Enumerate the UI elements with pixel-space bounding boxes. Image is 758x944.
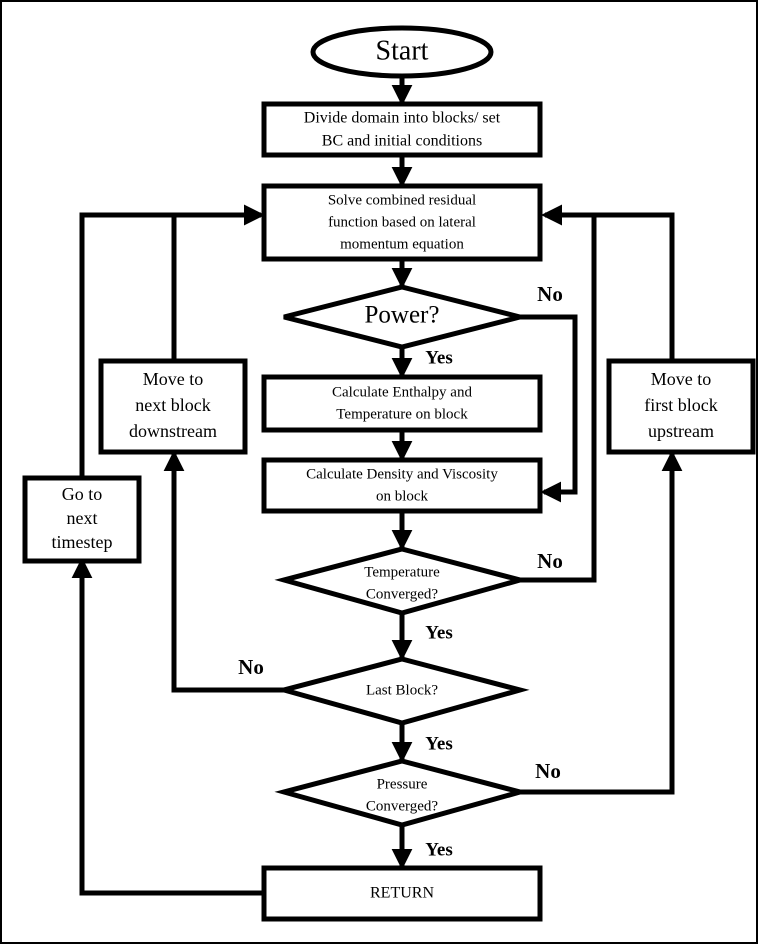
branch-label-lastblock-no: No bbox=[238, 655, 264, 679]
edge-return-to-timestep bbox=[71, 557, 264, 896]
branch-label-lastblock-yes: Yes bbox=[425, 733, 452, 754]
node-timestep-line3: timestep bbox=[52, 532, 113, 552]
node-move-downstream-line3: downstream bbox=[129, 421, 217, 441]
node-move-downstream-line2: next block bbox=[135, 395, 210, 415]
node-calc-density-line1: Calculate Density and Viscosity bbox=[306, 466, 498, 482]
node-temperature-line2: Converged? bbox=[366, 586, 439, 602]
node-calc-enthalpy-line2: Temperature on block bbox=[336, 406, 468, 422]
node-move-next-block-downstream[interactable] bbox=[98, 358, 248, 455]
node-solve-residual[interactable] bbox=[261, 183, 543, 262]
node-move-downstream-line1: Move to bbox=[143, 369, 204, 389]
node-move-upstream-line3: upstream bbox=[648, 421, 714, 441]
node-divide-domain-line2: BC and initial conditions bbox=[322, 133, 482, 150]
branch-label-power-no: No bbox=[537, 282, 563, 306]
edge-move-downstream-to-solve bbox=[171, 204, 265, 359]
node-temperature-line1: Temperature bbox=[364, 564, 440, 580]
node-move-upstream-line1: Move to bbox=[651, 369, 712, 389]
node-start-label: Start bbox=[376, 35, 429, 66]
edge-power-no-to-density bbox=[520, 314, 578, 503]
branch-label-pressure-no: No bbox=[535, 759, 561, 783]
node-power-decision[interactable] bbox=[283, 284, 521, 350]
node-return-label: RETURN bbox=[370, 885, 434, 902]
branch-label-power-yes: Yes bbox=[425, 347, 452, 368]
node-solve-residual-line3: momentum equation bbox=[340, 236, 464, 252]
node-divide-domain-line1: Divide domain into blocks/ set bbox=[304, 110, 501, 127]
node-solve-residual-line2: function based on lateral bbox=[328, 214, 476, 230]
edge-pressure-no-to-move-upstream bbox=[520, 450, 683, 795]
edge-lastblock-no-to-move-downstream bbox=[163, 450, 284, 693]
node-lastblock-decision[interactable] bbox=[274, 656, 530, 726]
node-power-label: Power? bbox=[365, 302, 440, 329]
branch-label-temperature-yes: Yes bbox=[425, 622, 452, 643]
node-divide-domain[interactable] bbox=[261, 101, 543, 158]
node-timestep-line1: Go to bbox=[62, 484, 103, 504]
node-calc-enthalpy-line1: Calculate Enthalpy and bbox=[332, 384, 472, 400]
node-calc-enthalpy[interactable] bbox=[261, 374, 543, 433]
node-pressure-line1: Pressure bbox=[377, 776, 428, 792]
node-calc-density-line2: on block bbox=[376, 488, 429, 504]
node-pressure-line2: Converged? bbox=[366, 798, 439, 814]
node-lastblock-label: Last Block? bbox=[366, 682, 438, 698]
node-go-to-next-timestep[interactable] bbox=[22, 475, 142, 564]
branch-label-temperature-no: No bbox=[537, 549, 563, 573]
node-start[interactable] bbox=[310, 25, 494, 79]
node-move-upstream-line2: first block bbox=[644, 395, 718, 415]
node-solve-residual-line1: Solve combined residual bbox=[328, 192, 476, 208]
node-calc-density[interactable] bbox=[261, 457, 543, 514]
node-move-first-block-upstream[interactable] bbox=[606, 358, 756, 455]
node-pressure-decision[interactable] bbox=[274, 758, 530, 828]
node-return[interactable] bbox=[261, 865, 543, 922]
node-temperature-decision[interactable] bbox=[274, 546, 530, 616]
edge-timestep-to-solve bbox=[79, 204, 265, 476]
edge-move-upstream-to-solve bbox=[541, 204, 675, 359]
branch-label-pressure-yes: Yes bbox=[425, 839, 452, 860]
node-timestep-line2: next bbox=[67, 508, 98, 528]
